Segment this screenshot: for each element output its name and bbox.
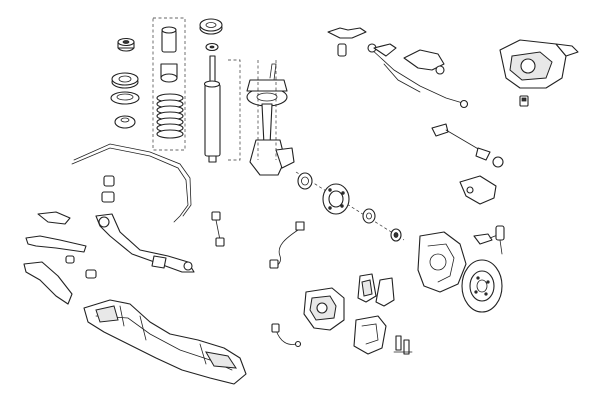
steering-linkage-group <box>327 27 469 109</box>
steering-gearbox[interactable] <box>499 39 579 107</box>
idler-arm[interactable] <box>327 27 367 39</box>
spring-seat-lower[interactable] <box>114 115 136 129</box>
center-tie-rod[interactable] <box>369 47 467 105</box>
bump-stop-cap[interactable] <box>117 37 135 52</box>
stabilizer-bar-group <box>71 143 192 223</box>
tie-rod-end-inner[interactable] <box>431 123 449 137</box>
brake-dust-shield[interactable] <box>417 231 467 293</box>
wheel-hub[interactable] <box>322 183 350 215</box>
hub-nut[interactable] <box>362 208 376 224</box>
trailing-arm-bracket[interactable] <box>37 211 71 225</box>
abs-sensor-cable[interactable] <box>269 221 305 269</box>
wheel-bearing[interactable] <box>297 172 313 190</box>
tie-rod-assembly <box>431 123 504 205</box>
top-strut-mount[interactable] <box>199 18 223 52</box>
coil-spring[interactable] <box>156 93 184 139</box>
hub-bearing-chain <box>295 171 405 242</box>
strut-mount-bearing[interactable] <box>111 72 139 89</box>
wishbone-arm[interactable] <box>23 261 73 305</box>
caliper-bolts[interactable] <box>393 335 413 355</box>
brake-caliper[interactable] <box>303 287 345 331</box>
brake-pads[interactable] <box>357 273 395 307</box>
ball-joint-lower[interactable] <box>151 255 167 269</box>
spring-seat-upper[interactable] <box>110 91 140 105</box>
bushing-small[interactable] <box>65 255 75 264</box>
arm-bushing[interactable] <box>85 269 97 279</box>
stabilizer-bushing-left[interactable] <box>103 175 115 187</box>
idler-bushing[interactable] <box>337 43 347 57</box>
upper-control-arm[interactable] <box>459 175 497 205</box>
assembly-bracket-right <box>228 59 241 161</box>
stabilizer-bar[interactable] <box>71 147 189 223</box>
tension-strut[interactable] <box>25 235 87 253</box>
brake-wear-sensor[interactable] <box>271 323 302 348</box>
caliper-bracket[interactable] <box>353 315 387 355</box>
strut-top-mount-group <box>110 17 241 163</box>
dust-boot[interactable] <box>160 26 178 83</box>
tie-rod-ball[interactable] <box>492 156 504 168</box>
stabilizer-link[interactable] <box>211 211 225 247</box>
front-subframe[interactable] <box>83 299 247 385</box>
grease-cap[interactable] <box>390 228 402 242</box>
stabilizer-bushing-right[interactable] <box>101 191 115 203</box>
pitman-arm[interactable] <box>403 49 445 71</box>
lower-control-arm[interactable] <box>95 213 195 273</box>
strut-knuckle-assembly[interactable] <box>246 60 295 176</box>
lower-control-arm-group <box>23 211 195 305</box>
tie-rod[interactable] <box>445 129 481 151</box>
brake-disc[interactable] <box>461 259 503 313</box>
brake-hose[interactable] <box>473 225 505 255</box>
shock-absorber[interactable] <box>203 55 221 163</box>
